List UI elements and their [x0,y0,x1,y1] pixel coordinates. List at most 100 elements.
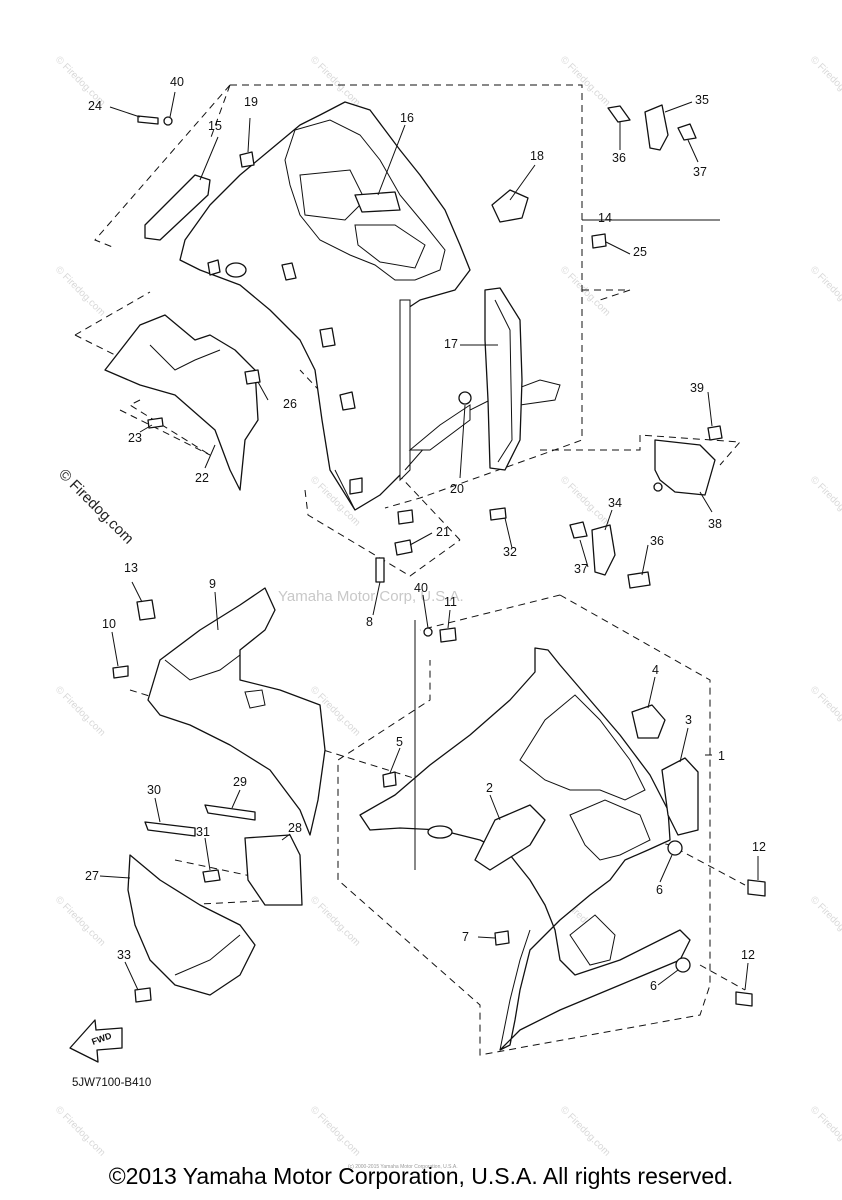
callout-22: 22 [195,471,209,485]
lower-assembly [112,587,766,1056]
part-1-inner-panel [569,799,651,861]
watermark-text: © Firedog.com [558,1104,612,1158]
callout-12: 12 [752,840,766,854]
callout-37: 37 [693,165,707,179]
part-31-clip [202,869,221,883]
part-grommet [427,825,453,839]
side-watermark: © Firedog.com [55,466,137,548]
copyright-footer: ©2013 Yamaha Motor Corporation, U.S.A. A… [108,1163,734,1189]
watermark-main: Yamaha Motor Corp, U.S.A. [278,588,464,605]
part-40-washer [423,627,433,637]
part-6-grommet [667,840,683,856]
part-17-strip [484,287,523,471]
callout-25: 25 [633,245,647,259]
callout-labels: 40 24 19 15 16 18 14 35 36 37 25 17 26 2… [85,75,766,993]
figure-code: 5JW7100-B410 [72,1077,151,1089]
part-9-edge [164,654,241,681]
part-34-bracket [591,524,616,576]
watermark-text: © Firedog.com [808,1104,842,1158]
callout-30: 30 [147,783,161,797]
part-1-edge [499,929,531,1051]
part-38-bracket [654,439,716,496]
callout-7: 7 [462,930,469,944]
part-clip [339,391,356,411]
part-29-strip [204,804,256,821]
callout-6: 6 [656,883,663,897]
fwd-arrow-icon: FWD [69,1019,123,1063]
part-40-washer [163,116,173,126]
part-3-bracket [661,757,699,836]
part-39-screw [707,425,723,441]
part-6-grommet [675,957,691,973]
part-clip [319,327,336,348]
part-1-lower-cowling [359,647,691,1051]
part-11-bolt [439,627,457,643]
lower-leader-lines [99,581,759,991]
watermark-text: © Firedog.com [808,264,842,318]
part-16-bracket [354,191,401,213]
watermark-text: © Firedog.com [53,894,107,948]
callout-2: 2 [486,781,493,795]
callout-29: 29 [233,775,247,789]
part-14-brace [408,404,471,451]
callout-39: 39 [690,381,704,395]
callout-18: 18 [530,149,544,163]
part-14-opening [299,169,366,221]
callout-11: 11 [444,595,457,609]
watermark-text: © Firedog.com [308,54,362,108]
callout-28: 28 [288,821,302,835]
watermark-text: © Firedog.com [558,474,612,528]
callout-17: 17 [444,337,458,351]
watermark-text: © Firedog.com [558,264,612,318]
upper-dashed-outline [540,434,742,466]
part-17-edge [494,299,513,463]
callout-13: 13 [124,561,138,575]
part-26-clip [244,369,261,385]
callout-36: 36 [650,534,664,548]
part-7-nut [494,930,510,946]
callout-34: 34 [608,496,622,510]
callout-38: 38 [708,517,722,531]
part-19-nut [239,151,255,168]
part-4-pad [631,704,666,739]
part-1-inner-panel [519,694,646,801]
callout-14: 14 [598,211,612,225]
callout-26: 26 [283,397,297,411]
part-14-edge [399,299,411,482]
lower-dashed-outline [129,594,711,1056]
part-clip [349,477,363,495]
callout-27: 27 [85,869,99,883]
callout-37: 37 [574,562,588,576]
part-36-bolt [607,105,631,123]
callout-19: 19 [244,95,258,109]
callout-4: 4 [652,663,659,677]
part-15-strip [144,174,211,241]
callout-9: 9 [209,577,216,591]
callout-24: 24 [88,99,102,113]
upper-assembly [74,84,742,589]
part-1-inner-panel [569,914,616,966]
part-25-screw [591,233,607,249]
part-32-screw [489,507,507,521]
part-27-under-cowl [127,854,256,996]
part-22-panel [104,314,259,491]
part-grommet [225,262,247,278]
callout-6: 6 [650,979,657,993]
watermark-text: © Firedog.com [53,1104,107,1158]
copyright-small: (c) 2000-2015 Yamaha Motor Corporation, … [348,1164,458,1170]
part-21-nut [397,509,414,525]
callout-20: 20 [450,482,464,496]
callout-3: 3 [685,713,692,727]
callout-31: 31 [196,825,210,839]
part-5-nut [382,771,397,788]
callout-12: 12 [741,948,755,962]
watermark-text: © Firedog.com [53,684,107,738]
callout-10: 10 [102,617,116,631]
callout-23: 23 [128,431,142,445]
part-27-edge [174,934,241,976]
callout-40: 40 [414,581,428,595]
callout-1: 1 [718,749,725,763]
part-8-screw [375,557,385,583]
part-9-slot [244,689,266,709]
part-12-bolt [735,991,753,1007]
